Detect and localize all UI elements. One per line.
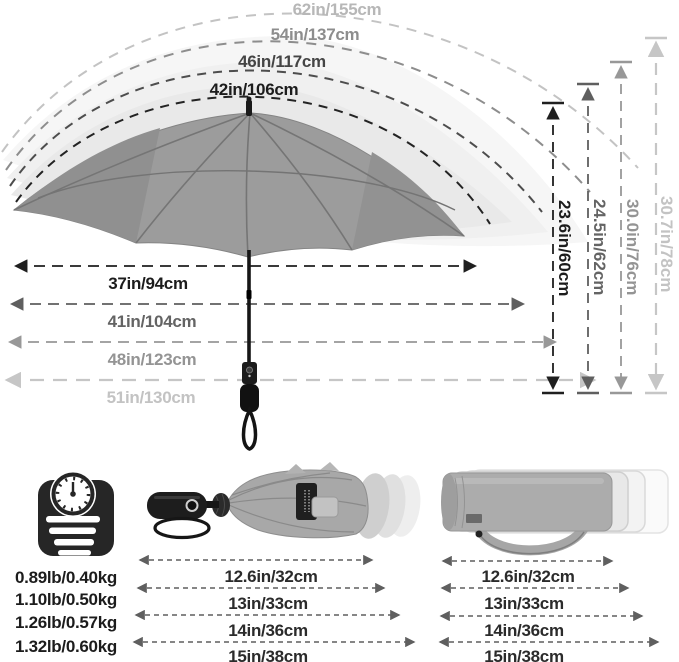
canopy-vent-seam [37,170,456,211]
sleeve-label-tag [466,514,482,523]
arc-62in [1,12,639,169]
canopy-diameter-label-54in: 54in/137cm [270,25,360,44]
sleeve-length-label-1: 12.6in/32cm [481,567,575,586]
arc-54in [5,40,591,193]
width-label-41in: 41in/104cm [107,312,197,331]
weight-label-1: 0.89lb/0.40kg [15,568,117,587]
weight-label-4: 1.32lb/0.60kg [15,637,117,656]
height-label-24-5in: 24.5in/62cm [590,199,609,296]
open-umbrella-canopy [12,96,466,258]
canopy-diameter-label-62in: 62in/155cm [292,0,382,19]
folded-length-label-1: 12.6in/32cm [224,567,318,586]
canopy-diameter-label-42in: 42in/106cm [209,80,299,99]
closure-strap [311,496,339,518]
arc-46in [9,69,543,213]
width-label-48in: 48in/123cm [107,350,197,369]
folded-top-cap [212,493,230,517]
weight-label-2: 1.10lb/0.50kg [15,590,117,609]
folded-wrist-strap [153,516,211,540]
width-label-37in: 37in/94cm [108,274,188,293]
height-dimension-lines [542,36,667,395]
folded-length-arrows [132,554,416,648]
sleeve-length-label-2: 13in/33cm [484,594,564,613]
height-label-30-0in: 30.0in/76cm [623,199,642,296]
sleeve-length-label-3: 14in/36cm [484,621,564,640]
folded-length-label-3: 14in/36cm [228,621,308,640]
wrist-strap [241,405,258,451]
width-label-51in: 51in/130cm [106,388,196,407]
sleeve-length-arrows [438,555,660,648]
ferrule-tip [246,100,252,116]
sleeve-length-label-4: 15in/38cm [484,647,564,662]
weight-scale-icon [38,471,114,556]
open-close-button [185,499,199,512]
sleeve-strap [473,524,589,556]
width-dimension-lines [4,259,597,389]
canopy-diameter-label-46in: 46in/117cm [238,52,326,71]
arc-42in [15,95,491,225]
sleeve-illustration [441,469,669,556]
weight-label-3: 1.26lb/0.57kg [15,613,117,632]
folded-length-label-2: 13in/33cm [228,594,308,613]
height-label-30-7in: 30.7in/78cm [657,196,676,293]
folded-umbrella-illustration [147,462,421,540]
height-label-23-6in: 23.6in/60cm [555,200,574,297]
umbrella-pole-and-handle [240,250,259,451]
folded-length-label-4: 15in/38cm [228,647,308,662]
drawstring-bead [475,530,483,538]
